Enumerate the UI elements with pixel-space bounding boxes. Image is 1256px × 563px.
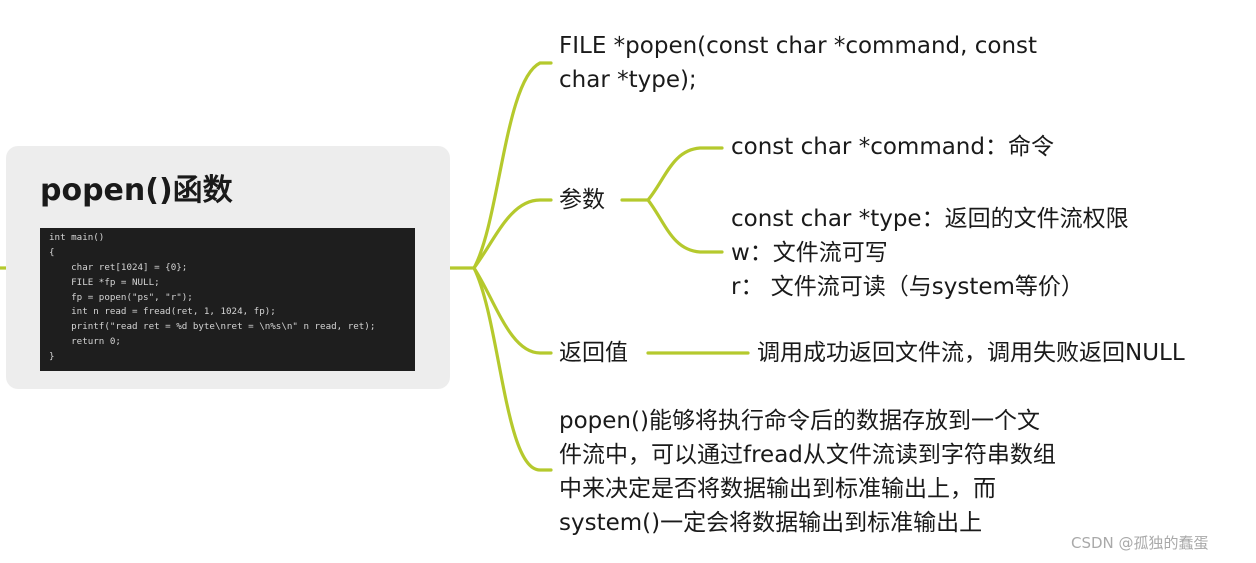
param-type-w: w：文件流可写 <box>731 240 888 266</box>
params-label: 参数 <box>559 187 605 213</box>
params-command-connector <box>646 146 724 202</box>
code-screenshot: int main() { char ret[1024] = {0}; FILE … <box>40 228 415 371</box>
description-line-1: popen()能够将执行命令后的数据存放到一个文 <box>559 408 1040 434</box>
description-line-3: 中来决定是否将数据输出到标准输出上，而 <box>559 476 996 502</box>
watermark: CSDN @孤独的蠢蛋 <box>1071 534 1209 552</box>
param-type-r: r： 文件流可读（与system等价） <box>731 274 1084 300</box>
prototype-connector <box>472 61 553 270</box>
params-connector <box>472 198 553 270</box>
code-line: char ret[1024] = {0}; <box>49 261 188 273</box>
code-line: int n read = fread(ret, 1, 1024, fp); <box>49 306 276 318</box>
code-line: FILE *fp = NULL; <box>49 276 160 288</box>
root-node-title: popen()函数 <box>40 173 233 208</box>
return-value-label: 返回值 <box>559 340 628 366</box>
code-line: return 0; <box>49 336 121 348</box>
prototype-line-1: FILE *popen(const char *command, const <box>559 33 1038 59</box>
params-type-connector <box>646 198 724 254</box>
description-line-2: 件流中，可以通过fread从文件流读到字符串数组 <box>559 442 1056 468</box>
code-line: int main() <box>49 232 105 243</box>
param-type: const char *type：返回的文件流权限 <box>731 206 1129 232</box>
return-value-detail: 调用成功返回文件流，调用失败返回NULL <box>757 340 1185 366</box>
code-line: printf("read ret = %d byte\nret = \n%s\n… <box>49 321 376 333</box>
param-command: const char *command：命令 <box>731 134 1054 160</box>
code-line: fp = popen("ps", "r"); <box>49 291 193 303</box>
code-line: } <box>49 351 55 363</box>
description-line-4: system()一定会将数据输出到标准输出上 <box>559 510 983 536</box>
description-connector <box>472 266 553 472</box>
prototype-line-2: char *type); <box>559 67 697 93</box>
code-line: { <box>49 246 55 258</box>
return-connector <box>472 266 553 355</box>
